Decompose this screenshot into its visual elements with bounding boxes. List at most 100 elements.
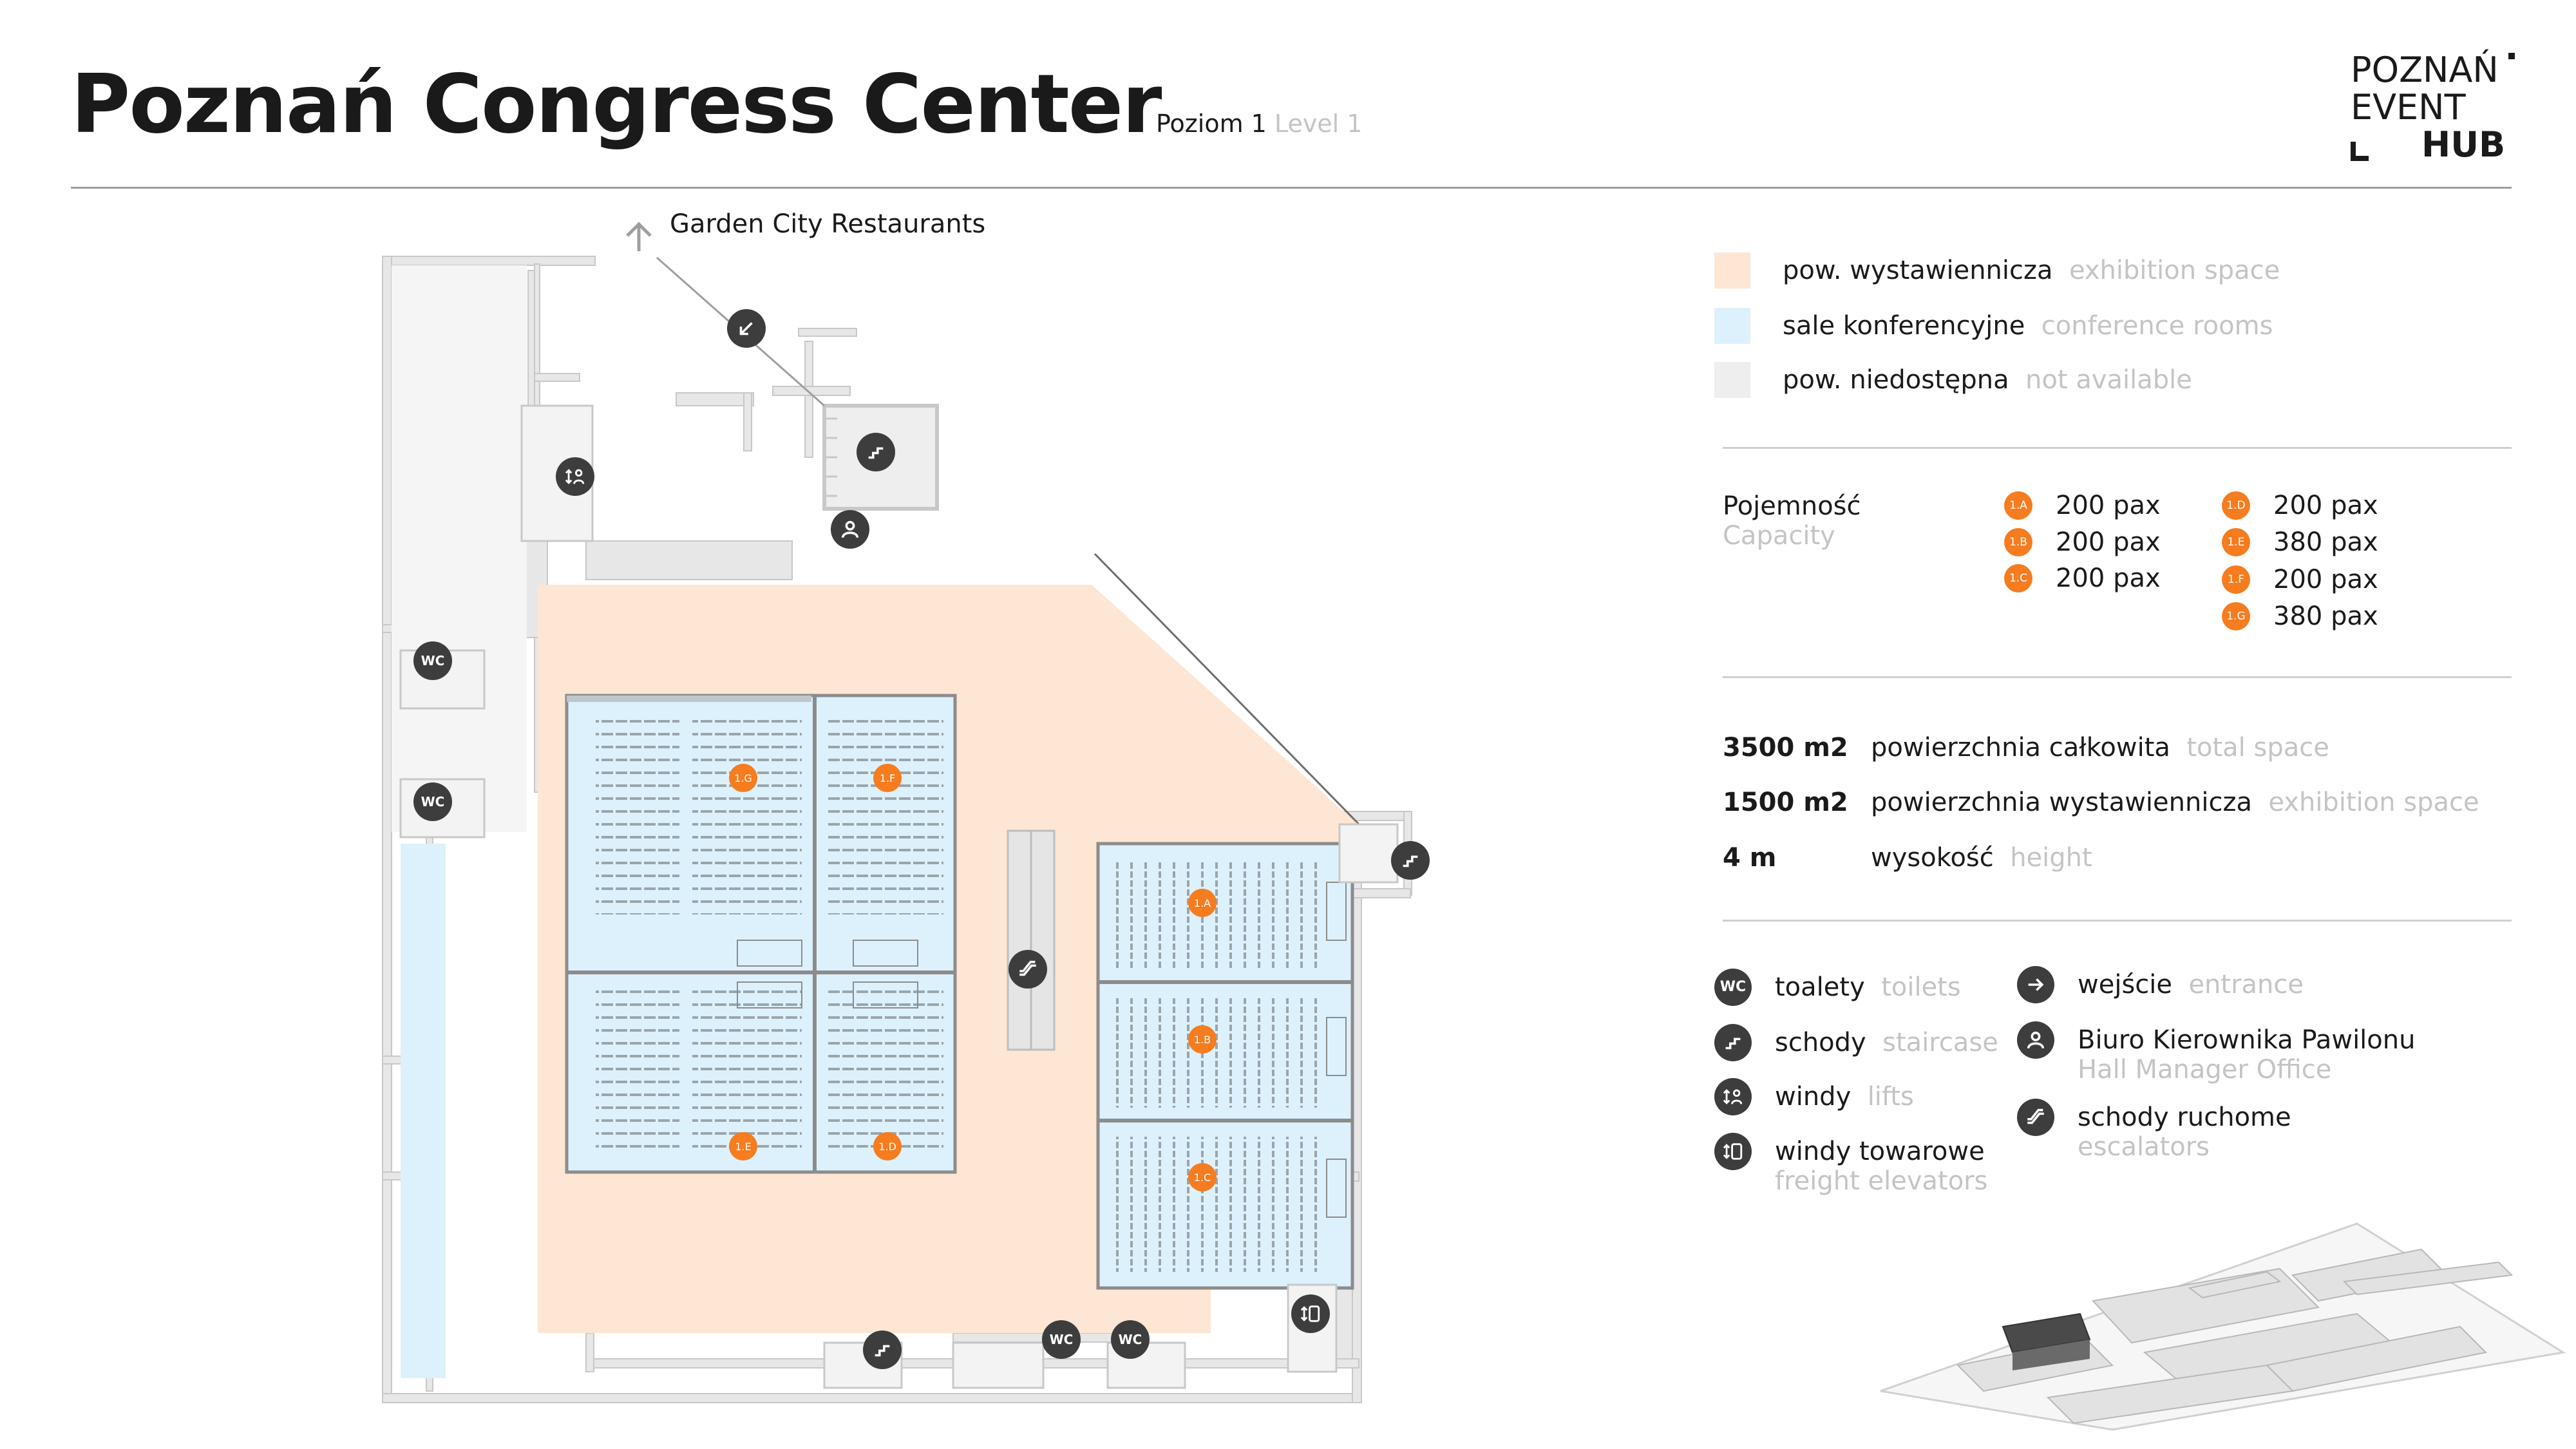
logo-line-2: EVENT xyxy=(2351,87,2466,128)
stat-value: 3500 m2 xyxy=(1723,733,1848,762)
capacity-label-pl: Pojemność xyxy=(1723,491,1861,521)
wc-icon[interactable]: WC xyxy=(1111,1320,1150,1359)
stat-value: 4 m xyxy=(1723,843,1777,873)
poznan-event-hub-logo: POZNAŃ EVENT HUB xyxy=(2351,52,2515,164)
exhibition-swatch xyxy=(1714,252,1750,289)
wc-icon: WC xyxy=(1714,969,1752,1006)
level-en: Level 1 xyxy=(1274,109,1363,138)
diagonal-facade-lower xyxy=(1094,553,1367,832)
room-badge-1a[interactable]: 1.A xyxy=(1188,889,1217,917)
key-label-en: staircase xyxy=(1882,1028,1998,1057)
logo-corner-mark xyxy=(2351,142,2369,161)
divider xyxy=(1723,676,2512,678)
key-lifts: windy lifts xyxy=(1714,1078,1914,1115)
wc-icon[interactable]: WC xyxy=(413,782,452,821)
key-label-en: entrance xyxy=(2188,970,2304,999)
freight-elevator-icon xyxy=(1714,1133,1752,1170)
level-label: Poziom 1 Level 1 xyxy=(1156,109,1363,138)
key-label: windy towarowe xyxy=(1775,1137,1985,1166)
capacity-value: 200 pax xyxy=(2056,527,2161,557)
garden-arrow-icon xyxy=(626,222,652,251)
wc-icon[interactable]: WC xyxy=(413,641,452,680)
room-badge: 1.B xyxy=(2004,528,2032,556)
key-label-en: toilets xyxy=(1881,972,1961,1002)
stat-label: powierzchnia całkowita xyxy=(1871,733,2170,762)
escalator-icon xyxy=(2017,1099,2054,1136)
stairs-icon xyxy=(1714,1024,1752,1061)
key-label-en: lifts xyxy=(1867,1082,1914,1112)
escalator-icon[interactable] xyxy=(1009,950,1047,989)
office-icon[interactable] xyxy=(831,510,869,549)
legend-label: sale konferencyjne xyxy=(1783,311,2025,341)
capacity-value: 380 pax xyxy=(2273,601,2378,631)
capacity-value: 200 pax xyxy=(2273,491,2378,520)
room-badge-1b[interactable]: 1.B xyxy=(1188,1025,1217,1054)
stat-label: wysokość xyxy=(1871,843,1994,873)
key-label-en: freight elevators xyxy=(1775,1166,1988,1196)
legend-label-en: conference rooms xyxy=(2041,311,2273,341)
room-badge-1d[interactable]: 1.D xyxy=(873,1132,902,1160)
legend-label-en: exhibition space xyxy=(2069,256,2280,285)
entrance-icon[interactable] xyxy=(727,309,766,348)
left-corridor xyxy=(401,844,446,1378)
office-icon xyxy=(2017,1021,2054,1059)
stat-value: 1500 m2 xyxy=(1723,788,1848,817)
conference-swatch xyxy=(1714,308,1750,344)
room-badge: 1.D xyxy=(2222,491,2250,520)
capacity-1b: 1.B 200 pax xyxy=(2004,527,2161,557)
stairs-icon[interactable] xyxy=(1391,841,1430,880)
capacity-1c: 1.C 200 pax xyxy=(2004,564,2161,593)
key-stairs: schody staircase xyxy=(1714,1024,1998,1061)
legend-conference: sale konferencyjne conference rooms xyxy=(1714,308,2273,344)
legend-unavailable: pow. niedostępna not available xyxy=(1714,362,2192,398)
seating-rows xyxy=(596,712,1320,1272)
capacity-1g: 1.G 380 pax xyxy=(2222,601,2378,631)
key-entrance: wejście entrance xyxy=(2017,966,2304,1003)
stat-label: powierzchnia wystawiennicza xyxy=(1871,788,2252,817)
room-badge-1g[interactable]: 1.G xyxy=(729,764,757,792)
stage-tables xyxy=(737,882,1347,1218)
capacity-label: Pojemność Capacity xyxy=(1723,491,1861,551)
capacity-value: 200 pax xyxy=(2056,491,2161,520)
level-pl: Poziom 1 xyxy=(1156,109,1267,138)
room-badge: 1.C xyxy=(2004,564,2032,592)
room-badge-1f[interactable]: 1.F xyxy=(873,764,902,792)
legend-label-en: not available xyxy=(2025,365,2192,395)
stat-exhibition-space: 1500 m2 powierzchnia wystawiennicza exhi… xyxy=(1723,788,2479,817)
stair-treads-top xyxy=(824,417,837,497)
key-label: windy xyxy=(1775,1082,1852,1112)
floor-plan xyxy=(382,222,1412,1403)
key-label-en: escalators xyxy=(2078,1132,2210,1162)
legend-label: pow. wystawiennicza xyxy=(1783,256,2053,285)
capacity-value: 380 pax xyxy=(2273,527,2378,557)
capacity-value: 200 pax xyxy=(2056,564,2161,593)
stairs-icon[interactable] xyxy=(857,433,895,471)
capacity-value: 200 pax xyxy=(2273,565,2378,594)
capacity-1d: 1.D 200 pax xyxy=(2222,491,2378,520)
freight-elevator-icon[interactable] xyxy=(1291,1294,1330,1333)
room-badge: 1.G xyxy=(2222,602,2250,630)
lift-icon[interactable] xyxy=(556,457,594,496)
unavailable-swatch xyxy=(1714,362,1750,398)
capacity-label-en: Capacity xyxy=(1723,521,1835,551)
left-column-rooms xyxy=(392,265,527,832)
room-badge-1e[interactable]: 1.E xyxy=(729,1132,757,1160)
wc-icon[interactable]: WC xyxy=(1042,1320,1081,1359)
key-label-en: Hall Manager Office xyxy=(2078,1055,2332,1084)
key-label: schody xyxy=(1775,1028,1866,1057)
key-toilets: WC toalety toilets xyxy=(1714,969,1961,1006)
stairs-icon[interactable] xyxy=(863,1331,902,1369)
legend-exhibition: pow. wystawiennicza exhibition space xyxy=(1714,252,2280,289)
stat-label-en: height xyxy=(2010,843,2092,873)
header-divider xyxy=(71,187,2512,189)
key-label: Biuro Kierownika Pawilonu xyxy=(2078,1025,2416,1055)
room-badge-1c[interactable]: 1.C xyxy=(1188,1163,1217,1191)
page-title: Poznań Congress Center xyxy=(71,57,1162,151)
stat-label-en: total space xyxy=(2186,733,2329,762)
logo-accent-mark xyxy=(2508,53,2515,59)
